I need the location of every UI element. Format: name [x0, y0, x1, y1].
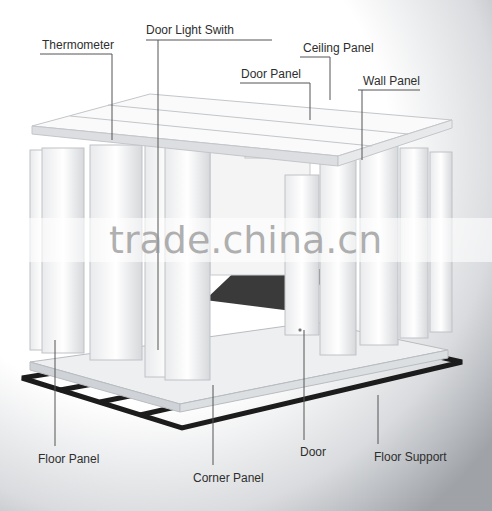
watermark: trade.china.cn [109, 220, 382, 260]
part-label: Door Panel [241, 67, 301, 81]
watermark-band [0, 218, 492, 262]
part-label: Corner Panel [193, 471, 264, 485]
part-label: Floor Panel [38, 452, 99, 466]
part-label: Ceiling Panel [303, 41, 374, 55]
part-label: Thermometer [42, 38, 114, 52]
part-label: Floor Support [374, 450, 447, 464]
leader-line [40, 40, 420, 465]
part-label: Door Light Swith [146, 23, 234, 37]
part-label: Wall Panel [363, 74, 420, 88]
part-label: Door [300, 445, 326, 459]
ceiling-panel [32, 94, 452, 166]
